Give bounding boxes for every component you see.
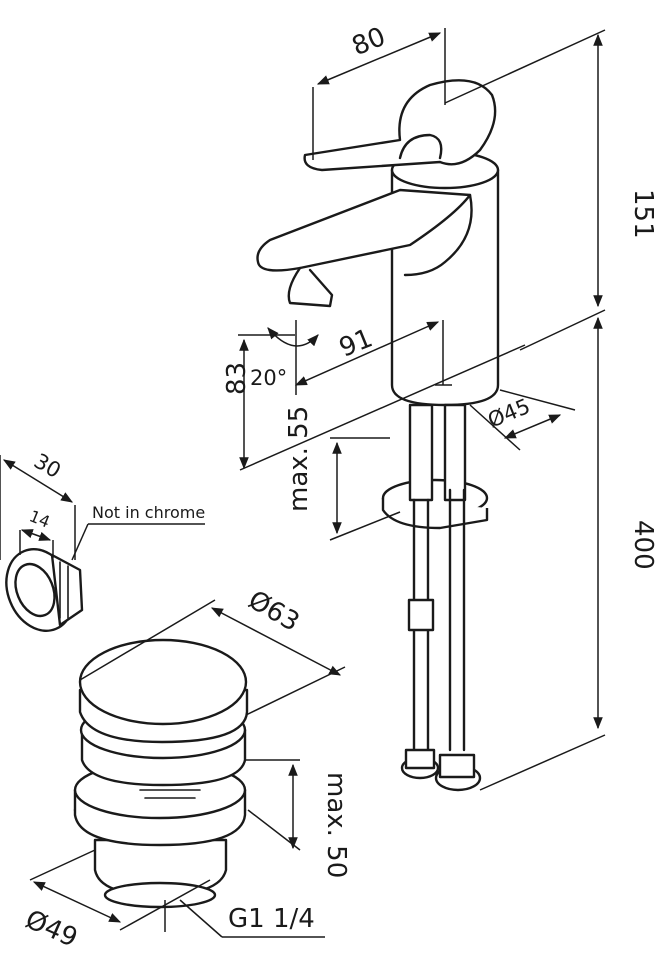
label-83: 83: [222, 362, 252, 395]
label-14: 14: [27, 506, 53, 531]
label-o63: Ø63: [243, 585, 304, 638]
label-91: 91: [335, 323, 377, 363]
label-not-in-chrome: Not in chrome: [92, 503, 205, 522]
dim-max-deck-thickness: max. 55: [284, 406, 401, 541]
dim-aerator-width: 30: [0, 449, 76, 560]
label-o45: Ø45: [484, 394, 533, 432]
aerator-illustration: [5, 548, 84, 632]
label-20-degrees: 20°: [250, 366, 287, 390]
note-waste-thread: G1 1/4: [164, 899, 325, 938]
label-30: 30: [30, 449, 65, 483]
dim-spout-height: 83: [222, 334, 526, 471]
dim-waste-max-thickness: max. 50: [246, 759, 351, 878]
label-o49: Ø49: [21, 905, 82, 954]
waste-illustration: [73, 638, 249, 909]
dim-swivel-angle: 20°: [250, 327, 319, 390]
label-max-55: max. 55: [284, 406, 314, 512]
label-151: 151: [628, 189, 658, 239]
dim-hose-length: 400: [479, 316, 658, 791]
note-not-in-chrome: Not in chrome: [71, 503, 205, 561]
label-max-50: max. 50: [321, 772, 351, 878]
label-400: 400: [628, 520, 658, 570]
dim-total-height: 151: [444, 29, 658, 351]
label-g1-1-4: G1 1/4: [228, 904, 315, 934]
